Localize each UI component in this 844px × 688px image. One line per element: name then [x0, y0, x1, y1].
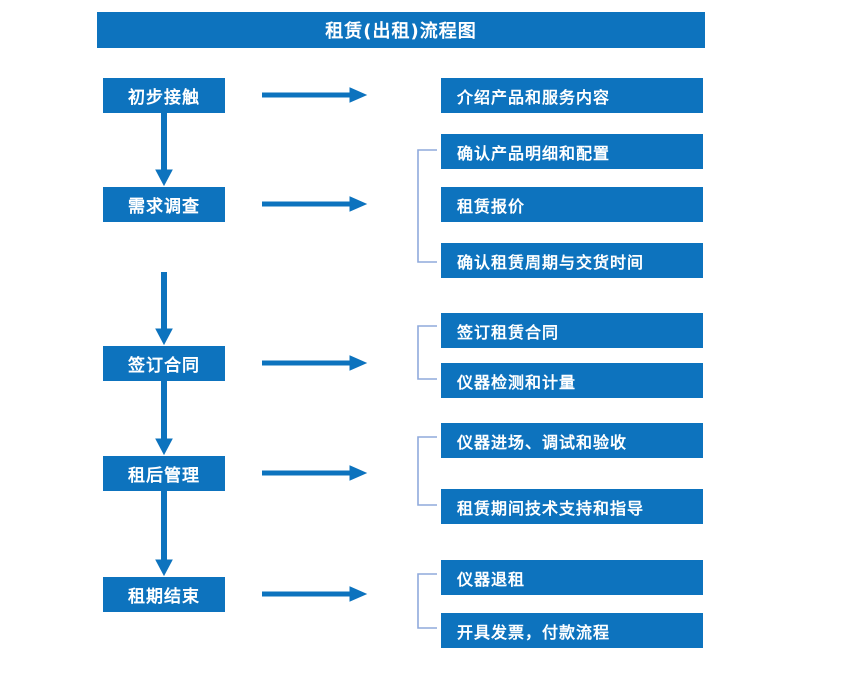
- stage-box-needs-survey[interactable]: 需求调查: [103, 187, 225, 222]
- arrow-stage-5-to-details: [262, 586, 368, 602]
- detail-box-instrument-entry-commissioning[interactable]: 仪器进场、调试和验收: [441, 423, 703, 458]
- stage-box-lease-end[interactable]: 租期结束: [103, 577, 225, 612]
- arrow-stage-3-to-stage-4: [155, 381, 173, 456]
- arrow-stage-2-to-details: [262, 196, 368, 212]
- arrow-stage-4-to-details: [262, 465, 368, 481]
- detail-box-invoice-payment[interactable]: 开具发票，付款流程: [441, 613, 703, 648]
- detail-box-instrument-inspection[interactable]: 仪器检测和计量: [441, 363, 703, 398]
- bracket-group-management: [417, 436, 437, 506]
- detail-box-confirm-product-specs[interactable]: 确认产品明细和配置: [441, 134, 703, 169]
- stage-box-sign-contract[interactable]: 签订合同: [103, 346, 225, 381]
- detail-box-instrument-return[interactable]: 仪器退租: [441, 560, 703, 595]
- flowchart-title: 租赁(出租)流程图: [97, 12, 705, 48]
- detail-box-sign-lease-contract[interactable]: 签订租赁合同: [441, 313, 703, 348]
- detail-box-confirm-lease-period[interactable]: 确认租赁周期与交货时间: [441, 243, 703, 278]
- bracket-group-end: [417, 573, 437, 629]
- arrow-stage-1-to-stage-2: [155, 113, 173, 187]
- arrow-stage-4-to-stage-5: [155, 491, 173, 577]
- detail-box-rental-quotation[interactable]: 租赁报价: [441, 187, 703, 222]
- detail-box-introduce-products[interactable]: 介绍产品和服务内容: [441, 78, 703, 113]
- arrow-stage-2-to-stage-3: [155, 272, 173, 346]
- stage-box-post-rental-management[interactable]: 租后管理: [103, 456, 225, 491]
- detail-box-technical-support[interactable]: 租赁期间技术支持和指导: [441, 489, 703, 524]
- bracket-group-contract: [417, 325, 437, 380]
- arrow-stage-3-to-details: [262, 355, 368, 371]
- stage-box-initial-contact[interactable]: 初步接触: [103, 78, 225, 113]
- bracket-group-needs: [417, 149, 437, 263]
- arrow-stage-1-to-details: [262, 87, 368, 103]
